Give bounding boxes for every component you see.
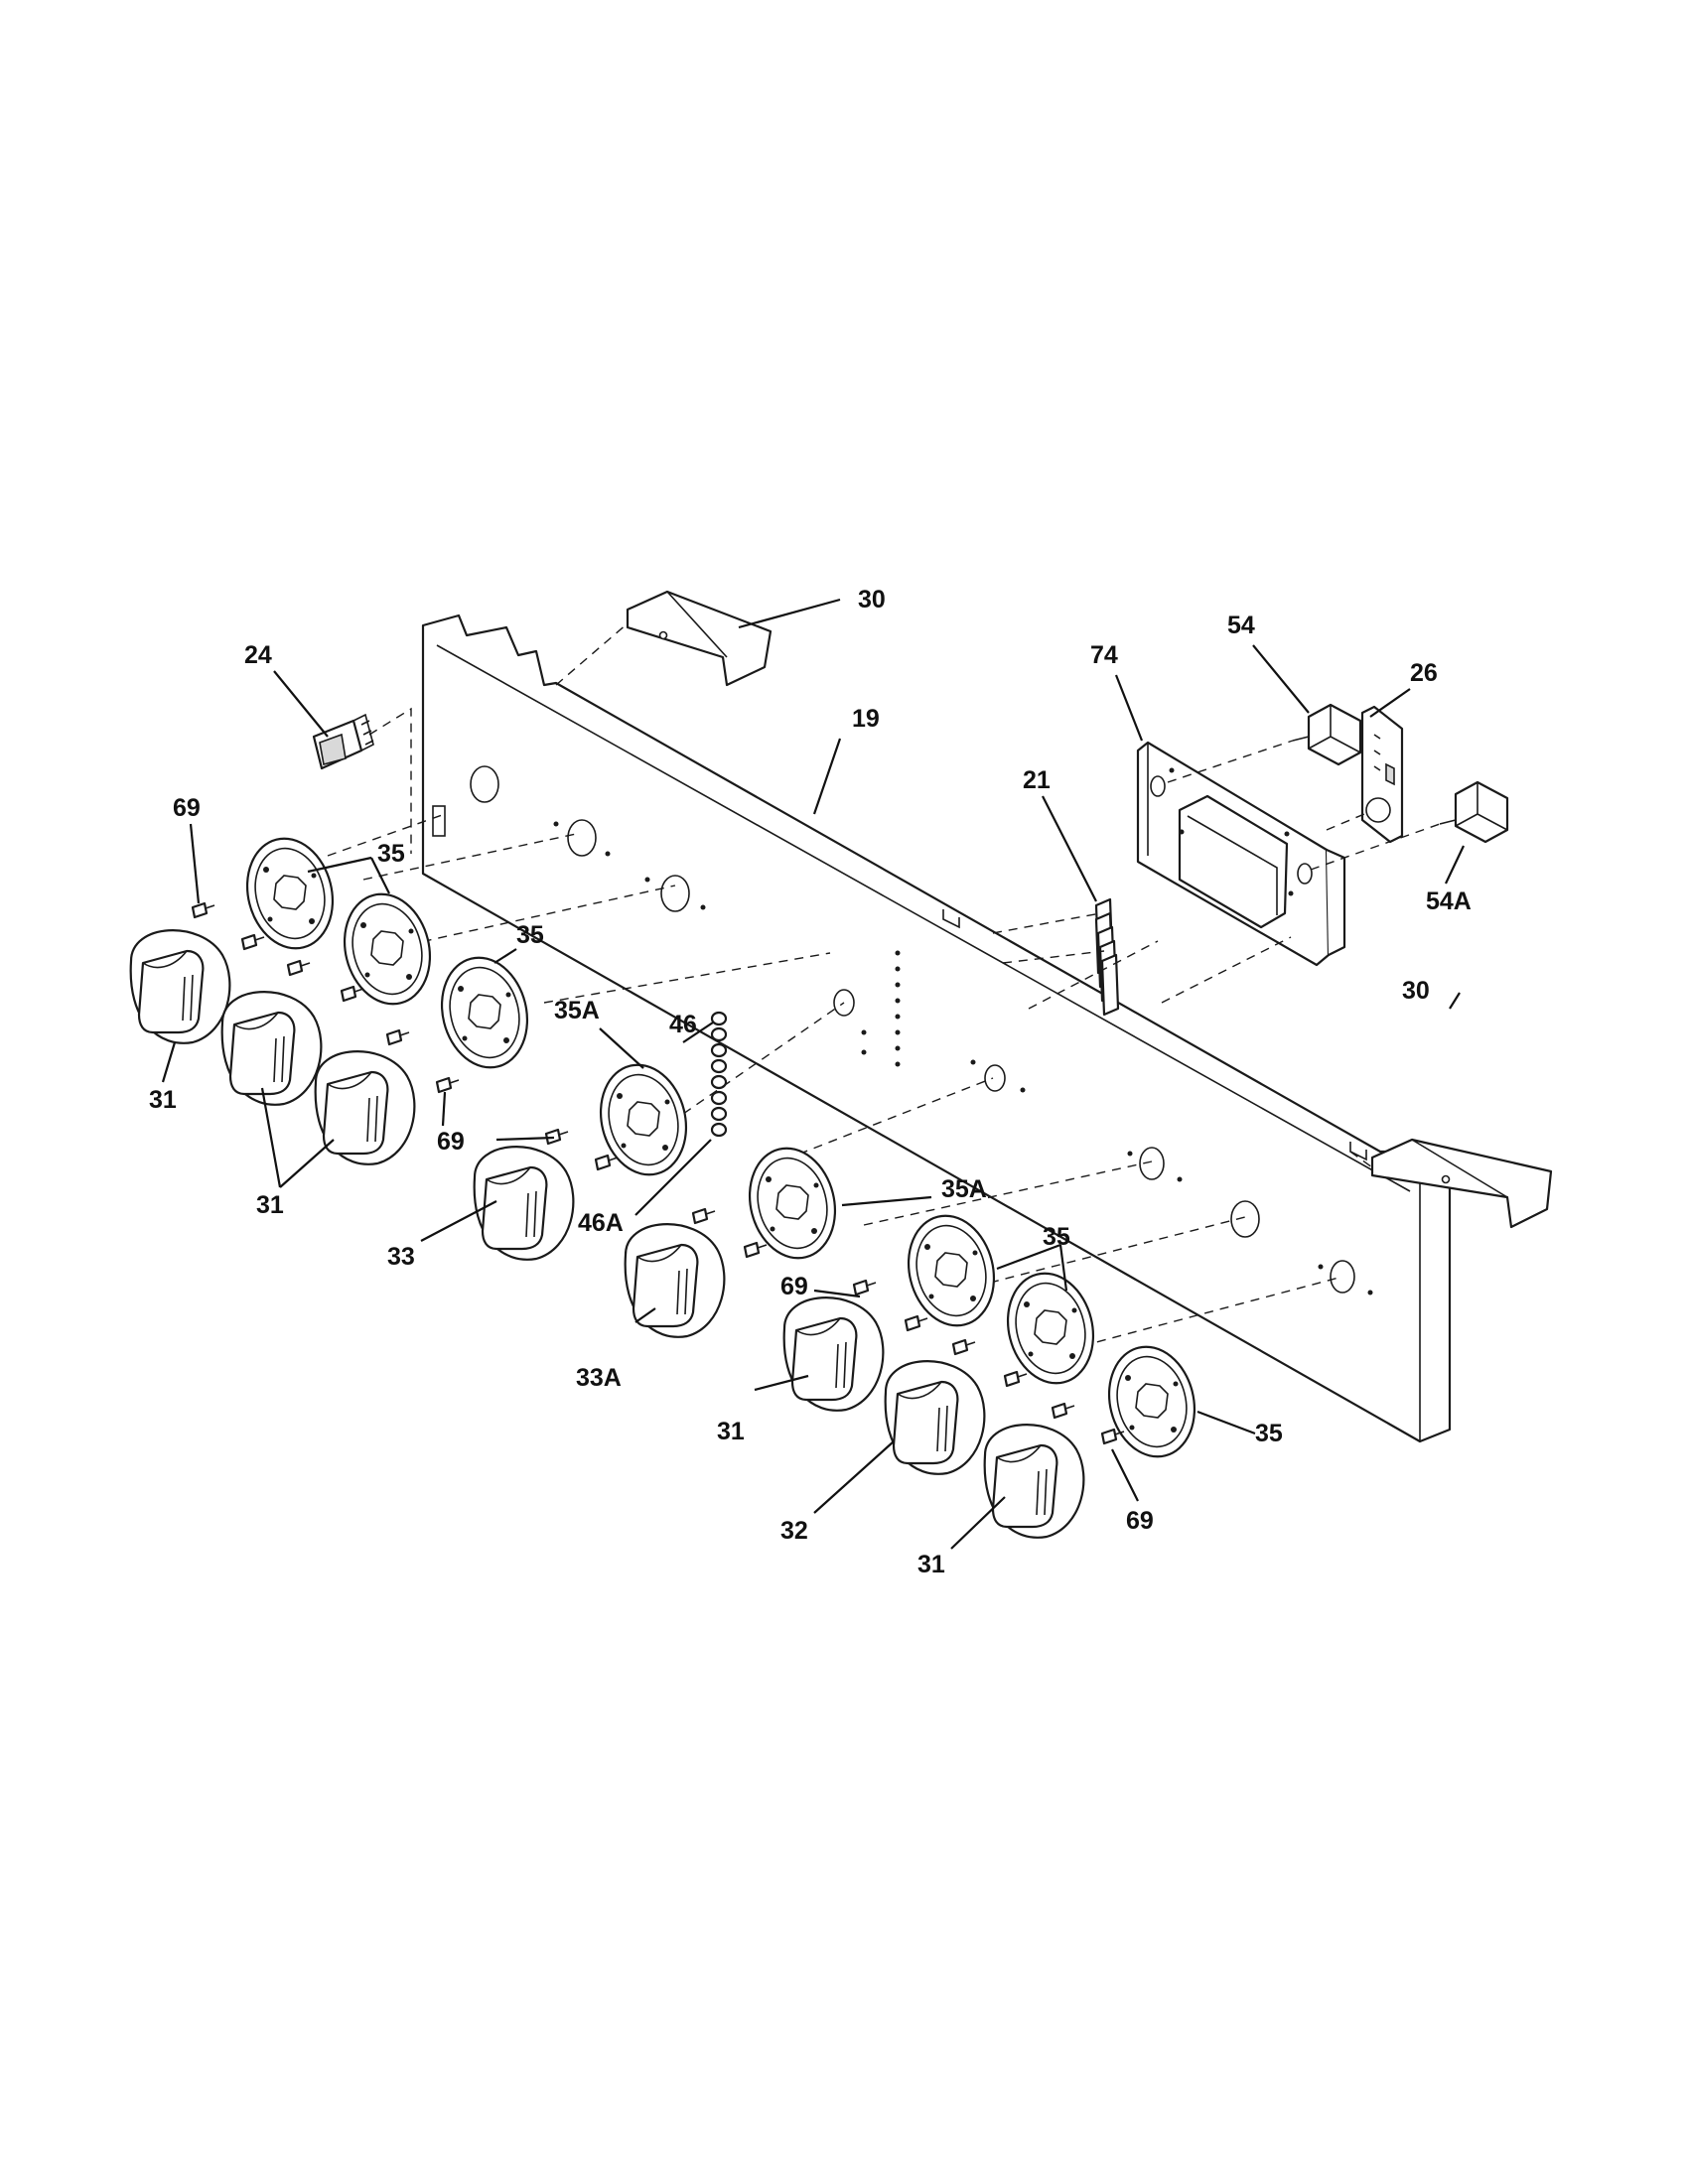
callout-74: 74 [1090, 641, 1118, 669]
callout-26: 26 [1410, 659, 1438, 687]
alignment-lines [327, 622, 1441, 1351]
bracket-30-bottom [1370, 1138, 1553, 1229]
callout-19: 19 [852, 705, 880, 733]
callout-35-b: 35 [516, 921, 544, 949]
light-strip-21 [1094, 897, 1120, 1017]
callout-21: 21 [1023, 766, 1051, 794]
callout-31-a: 31 [149, 1086, 177, 1114]
bezel-35-3 [429, 947, 540, 1078]
rocker-switch-24 [312, 713, 374, 770]
knob-31-5 [983, 1424, 1085, 1539]
callout-33a: 33A [576, 1364, 622, 1392]
bezel-35-6 [1096, 1336, 1207, 1467]
callout-69-d: 69 [1126, 1507, 1154, 1535]
switch-54a [1439, 780, 1509, 844]
callout-24: 24 [244, 641, 272, 669]
callout-35-a: 35 [377, 840, 405, 868]
callout-31-d: 31 [917, 1551, 945, 1578]
control-panel-19 [421, 614, 1452, 1443]
callout-35-c: 35 [1043, 1223, 1070, 1251]
callout-69-b: 69 [437, 1128, 465, 1156]
bracket-30-top [626, 590, 773, 687]
callout-54a: 54A [1426, 887, 1472, 915]
knob-31-3 [314, 1050, 416, 1165]
callout-35a-b: 35A [941, 1175, 987, 1203]
callout-33: 33 [387, 1243, 415, 1271]
bracket-74 [1136, 741, 1346, 967]
switch-54 [1292, 703, 1362, 766]
callout-31-c: 31 [717, 1418, 745, 1445]
callout-labels: 30 24 19 74 54 26 21 69 35 54A 35 35A 46… [149, 586, 1472, 1578]
callout-69-a: 69 [173, 794, 201, 822]
callout-35a-a: 35A [554, 997, 600, 1024]
callout-31-b: 31 [256, 1191, 284, 1219]
callout-32: 32 [780, 1517, 808, 1545]
knob-32 [884, 1360, 986, 1475]
callout-30-bot: 30 [1402, 977, 1430, 1005]
callout-46: 46 [669, 1011, 697, 1038]
knob-33 [473, 1146, 575, 1261]
board-26 [1360, 705, 1404, 844]
leader-lines [161, 598, 1465, 1550]
callout-54: 54 [1227, 612, 1255, 639]
knob-31-4 [782, 1297, 885, 1412]
knob-31-2 [220, 991, 323, 1106]
callout-69-c: 69 [780, 1273, 808, 1300]
callout-35-d: 35 [1255, 1420, 1283, 1447]
callout-46a: 46A [578, 1209, 624, 1237]
knob-31-1 [129, 929, 231, 1044]
bezel-35-4 [896, 1205, 1007, 1336]
light-column-46 [710, 1011, 728, 1138]
callout-30-top: 30 [858, 586, 886, 614]
